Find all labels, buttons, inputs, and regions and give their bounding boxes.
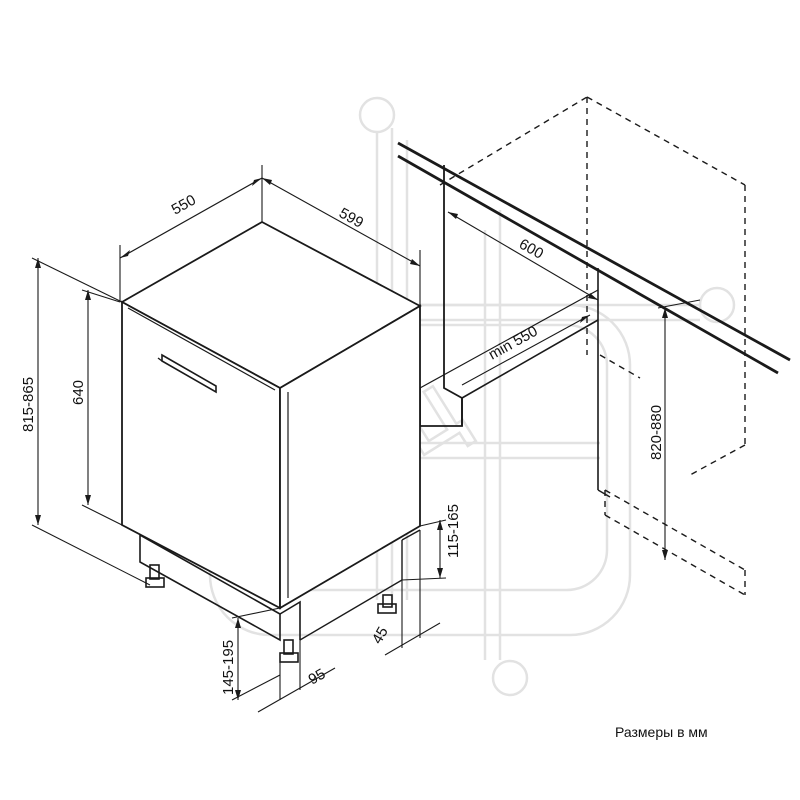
dim-cabinet-depth-600: 600 <box>516 236 546 263</box>
door-handle <box>161 353 217 394</box>
arrowheads <box>35 178 668 700</box>
dim-niche-height: 820-880 <box>648 405 665 460</box>
dim-leg-offset-95: 95 <box>306 665 329 688</box>
plinth <box>139 533 281 642</box>
dim-door-height: 640 <box>70 380 87 405</box>
dim-plinth-offset-45: 45 <box>369 624 392 647</box>
dim-depth-599: 599 <box>336 205 366 232</box>
dim-width-550: 550 <box>169 191 199 218</box>
dishwasher <box>120 220 422 663</box>
dim-total-height: 815-865 <box>20 377 37 432</box>
cabinet <box>397 96 791 596</box>
dimension-lines <box>31 165 701 713</box>
foot-front <box>279 639 299 663</box>
units-note: Размеры в мм <box>615 724 708 740</box>
dim-leg-height: 145-195 <box>220 640 237 695</box>
foot-left <box>145 564 165 588</box>
foot-back <box>377 594 397 614</box>
dim-plinth-height: 115-165 <box>445 504 462 558</box>
